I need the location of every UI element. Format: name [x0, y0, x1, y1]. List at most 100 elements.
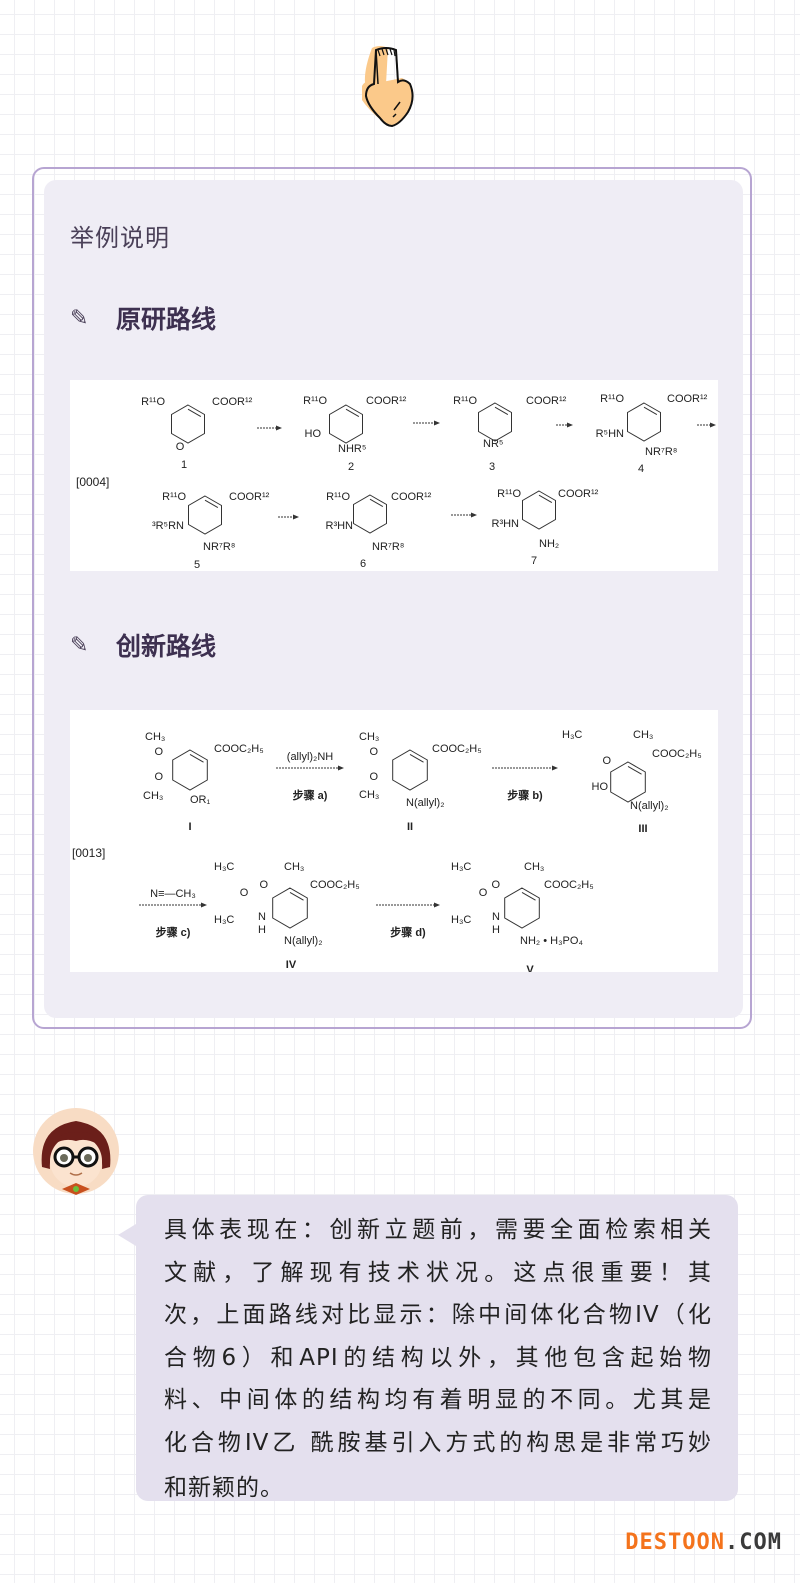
- bubble-line: 具体表现在：创新立题前，需要全面检索相关: [164, 1217, 712, 1243]
- structure-label: COOR¹²: [229, 491, 270, 503]
- structure-label: O: [369, 771, 378, 783]
- double-bond: [204, 499, 219, 509]
- structure-label: COOR¹²: [212, 396, 253, 408]
- cyclohexene-ring: [522, 490, 556, 530]
- double-bond: [289, 891, 304, 901]
- structure-label: COOR¹²: [558, 488, 599, 500]
- structure-label: O: [369, 746, 378, 758]
- structure-label: ³R⁵RN: [152, 520, 184, 532]
- bubble-line: 化合物IV乙 酰胺基引入方式的构思是非常巧妙: [164, 1429, 712, 1456]
- compound-number: I: [188, 821, 191, 833]
- double-bond: [494, 406, 509, 416]
- structure-label: R¹¹O: [497, 488, 521, 500]
- structure-label: CH₃: [145, 731, 165, 743]
- structure-label: O: [259, 879, 268, 891]
- structure-label: CH₃: [633, 729, 653, 741]
- double-bond: [627, 765, 642, 775]
- arrowhead: [710, 422, 716, 428]
- bubble-line: 合物6）和API的结构以外，其他包含起始物: [164, 1344, 712, 1371]
- double-bond: [521, 891, 536, 901]
- bubble-tail: [118, 1224, 136, 1246]
- structure-label: O: [491, 879, 500, 891]
- structure-label: R¹¹O: [141, 396, 165, 408]
- structure-label: O: [240, 887, 249, 899]
- comment-bubble: 具体表现在：创新立题前，需要全面检索相关 文献，了解现有技术状况。这点很重要！其…: [136, 1195, 738, 1501]
- structure-label: R¹¹O: [162, 491, 186, 503]
- bubble-line: 文献，了解现有技术状况。这点很重要！其: [164, 1259, 712, 1286]
- structure-label: NR⁵: [483, 438, 503, 450]
- structure-label: COOC₂H₅: [310, 879, 360, 891]
- compound-number: IV: [286, 959, 297, 971]
- arrowhead: [552, 765, 558, 771]
- structure-label: CH₃: [359, 789, 379, 801]
- section-original-route: ✎ 原研路线: [70, 300, 216, 336]
- double-bond: [538, 494, 553, 504]
- structure-label: R³HN: [326, 520, 354, 532]
- bubble-line: 和新颖的。: [164, 1474, 284, 1501]
- avatar: [33, 1108, 119, 1195]
- example-card: [32, 167, 752, 1029]
- structure-label: HO: [305, 428, 322, 440]
- compound-number: 4: [638, 463, 644, 475]
- cyclohexene-ring: [627, 402, 661, 442]
- structure-label: O: [176, 441, 185, 453]
- cyclohexene-ring: [504, 887, 540, 929]
- double-bond: [187, 408, 202, 418]
- reagent-label: (allyl)₂NH: [287, 751, 333, 763]
- pointing-hand-icon: [362, 46, 414, 128]
- innovative-route-scheme: OOCH₃CH₃COOC₂H₅OR₁IOOCH₃CH₃COOC₂H₅N(ally…: [70, 710, 718, 972]
- structure-label: R¹¹O: [326, 491, 350, 503]
- structure-label: HO: [592, 781, 609, 793]
- paragraph-number: [0013]: [72, 846, 105, 860]
- cyclohexene-ring: [172, 749, 208, 791]
- double-bond: [643, 406, 658, 416]
- structure-label: N: [258, 911, 266, 923]
- structure-label: NH₂: [539, 538, 559, 550]
- step-label: 步骤 b): [507, 788, 543, 802]
- arrowhead: [293, 514, 299, 520]
- structure-label: O: [479, 887, 488, 899]
- arrowhead: [434, 902, 440, 908]
- structure-label: COOC₂H₅: [214, 743, 264, 755]
- pencil-icon: ✎: [70, 632, 89, 658]
- compound-number: 6: [360, 558, 366, 570]
- structure-label: CH₃: [359, 731, 379, 743]
- arrowhead: [276, 425, 282, 431]
- cyclohexene-ring: [329, 404, 363, 444]
- compound-number: V: [526, 964, 534, 972]
- cyclohexene-ring: [610, 761, 646, 803]
- structure-label: CH₃: [524, 861, 544, 873]
- double-bond: [189, 753, 204, 763]
- section-innovative-route: ✎ 创新路线: [70, 627, 216, 663]
- structure-label: COOC₂H₅: [652, 748, 702, 760]
- arrowhead: [471, 512, 477, 518]
- section-title: 原研路线: [116, 305, 217, 334]
- structure-label: COOR¹²: [391, 491, 432, 503]
- cyclohexene-ring: [353, 494, 387, 534]
- cyclohexene-ring: [188, 495, 222, 535]
- compound-number: 1: [181, 459, 187, 471]
- cyclohexene-ring: [478, 402, 512, 442]
- structure-label: COOC₂H₅: [544, 879, 594, 891]
- arrowhead: [567, 422, 573, 428]
- structure-label: COOR¹²: [667, 393, 708, 405]
- structure-label: O: [154, 771, 163, 783]
- structure-label: R¹¹O: [453, 395, 477, 407]
- structure-label: NR⁷R⁸: [203, 541, 235, 553]
- pencil-icon: ✎: [70, 305, 89, 331]
- reagent-label: N≡—CH₃: [150, 888, 196, 900]
- structure-label: O: [602, 755, 611, 767]
- structure-label: R³HN: [492, 518, 520, 530]
- intro-label: 举例说明: [70, 224, 170, 252]
- structure-label: N(allyl)₂: [630, 800, 669, 812]
- structure-label: H: [492, 924, 500, 936]
- bubble-line: 次，上面路线对比显示：除中间体化合物IV（化: [164, 1302, 712, 1329]
- watermark-logo: DESTOON.COM: [625, 1530, 782, 1555]
- structure-label: COOR¹²: [526, 395, 567, 407]
- structure-label: NR⁷R⁸: [645, 446, 677, 458]
- compound-number: III: [638, 823, 647, 835]
- structure-label: N(allyl)₂: [284, 935, 323, 947]
- structure-label: H₃C: [451, 914, 471, 926]
- structure-label: NR⁷R⁸: [372, 541, 404, 553]
